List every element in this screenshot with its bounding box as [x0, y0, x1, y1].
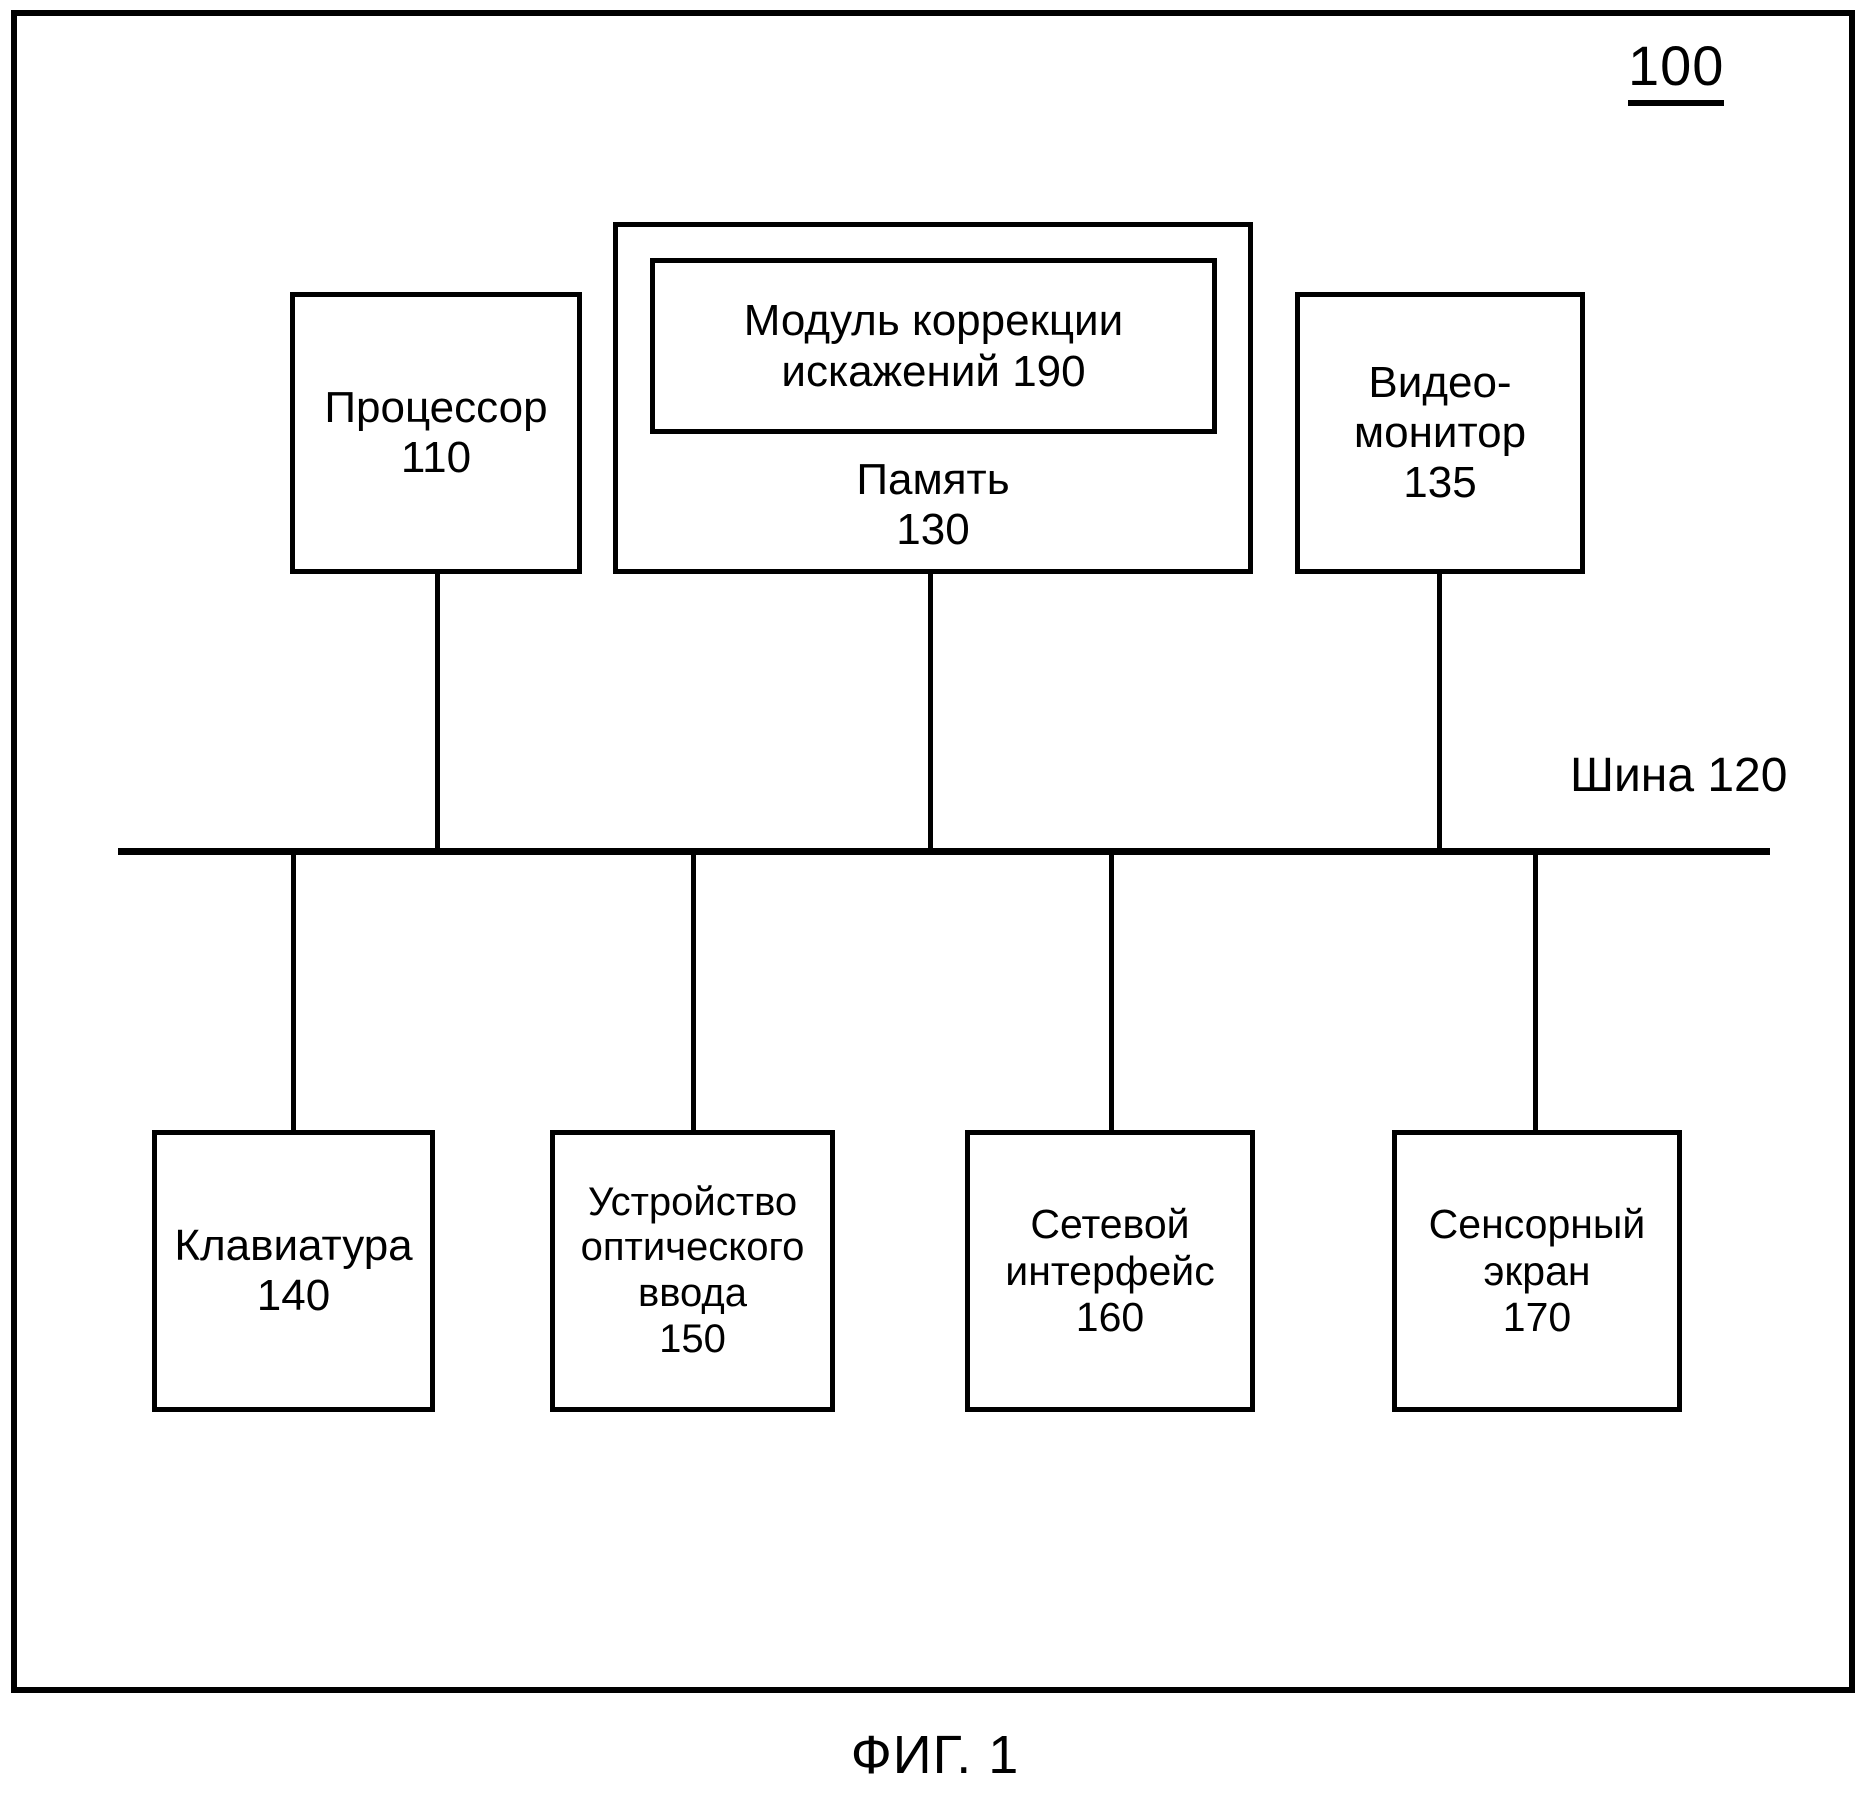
- block-processor[interactable]: Процессор 110: [290, 292, 582, 574]
- block-processor-name: Процессор: [324, 382, 548, 432]
- block-touch-screen[interactable]: Сенсорный экран 170: [1392, 1130, 1682, 1412]
- figure-caption: ФИГ. 1: [850, 1725, 1020, 1785]
- block-optical-input-device-ref: 150: [659, 1316, 726, 1361]
- block-memory-ref: 130: [896, 504, 970, 554]
- block-distortion-correction-module[interactable]: Модуль коррекции искажений 190: [650, 258, 1217, 434]
- block-touch-screen-line1: Сенсорный: [1428, 1200, 1646, 1247]
- block-video-monitor-line2: монитор: [1353, 407, 1527, 457]
- connector-video-monitor-to-bus: [1437, 572, 1442, 850]
- block-network-interface-ref: 160: [1075, 1294, 1145, 1341]
- system-reference-numeral: 100: [1628, 38, 1725, 106]
- block-optical-input-device[interactable]: Устройство оптического ввода 150: [550, 1130, 835, 1412]
- block-optical-input-device-line3: ввода: [637, 1271, 747, 1315]
- connector-processor-to-bus: [435, 572, 440, 850]
- block-processor-ref: 110: [400, 433, 472, 482]
- block-distortion-correction-module-line1: Модуль коррекции: [743, 295, 1124, 345]
- block-optical-input-device-line2: оптического: [580, 1225, 805, 1270]
- bus-label: Шина 120: [1570, 749, 1788, 802]
- block-video-monitor-ref: 135: [1403, 458, 1477, 508]
- block-touch-screen-ref: 170: [1502, 1294, 1572, 1341]
- block-keyboard-name: Клавиатура: [174, 1220, 413, 1270]
- block-memory-name: Память: [856, 454, 1010, 504]
- block-video-monitor-line1: Видео-: [1368, 357, 1512, 407]
- block-distortion-correction-module-line2: искажений 190: [781, 347, 1086, 396]
- block-optical-input-device-line1: Устройство: [587, 1179, 798, 1224]
- connector-memory-to-bus: [928, 572, 933, 850]
- block-touch-screen-line2: экран: [1483, 1247, 1591, 1294]
- block-keyboard-ref: 140: [256, 1271, 331, 1320]
- block-keyboard[interactable]: Клавиатура 140: [152, 1130, 435, 1412]
- block-video-monitor[interactable]: Видео- монитор 135: [1295, 292, 1585, 574]
- connector-bus-to-network-interface: [1109, 852, 1114, 1132]
- connector-bus-to-optical-input: [691, 852, 696, 1132]
- connector-bus-to-keyboard: [291, 852, 296, 1132]
- block-network-interface-line2: интерфейс: [1005, 1247, 1215, 1294]
- block-network-interface-line1: Сетевой: [1030, 1200, 1190, 1247]
- connector-bus-to-touch-screen: [1533, 852, 1538, 1132]
- bus-line: [118, 848, 1770, 855]
- block-network-interface[interactable]: Сетевой интерфейс 160: [965, 1130, 1255, 1412]
